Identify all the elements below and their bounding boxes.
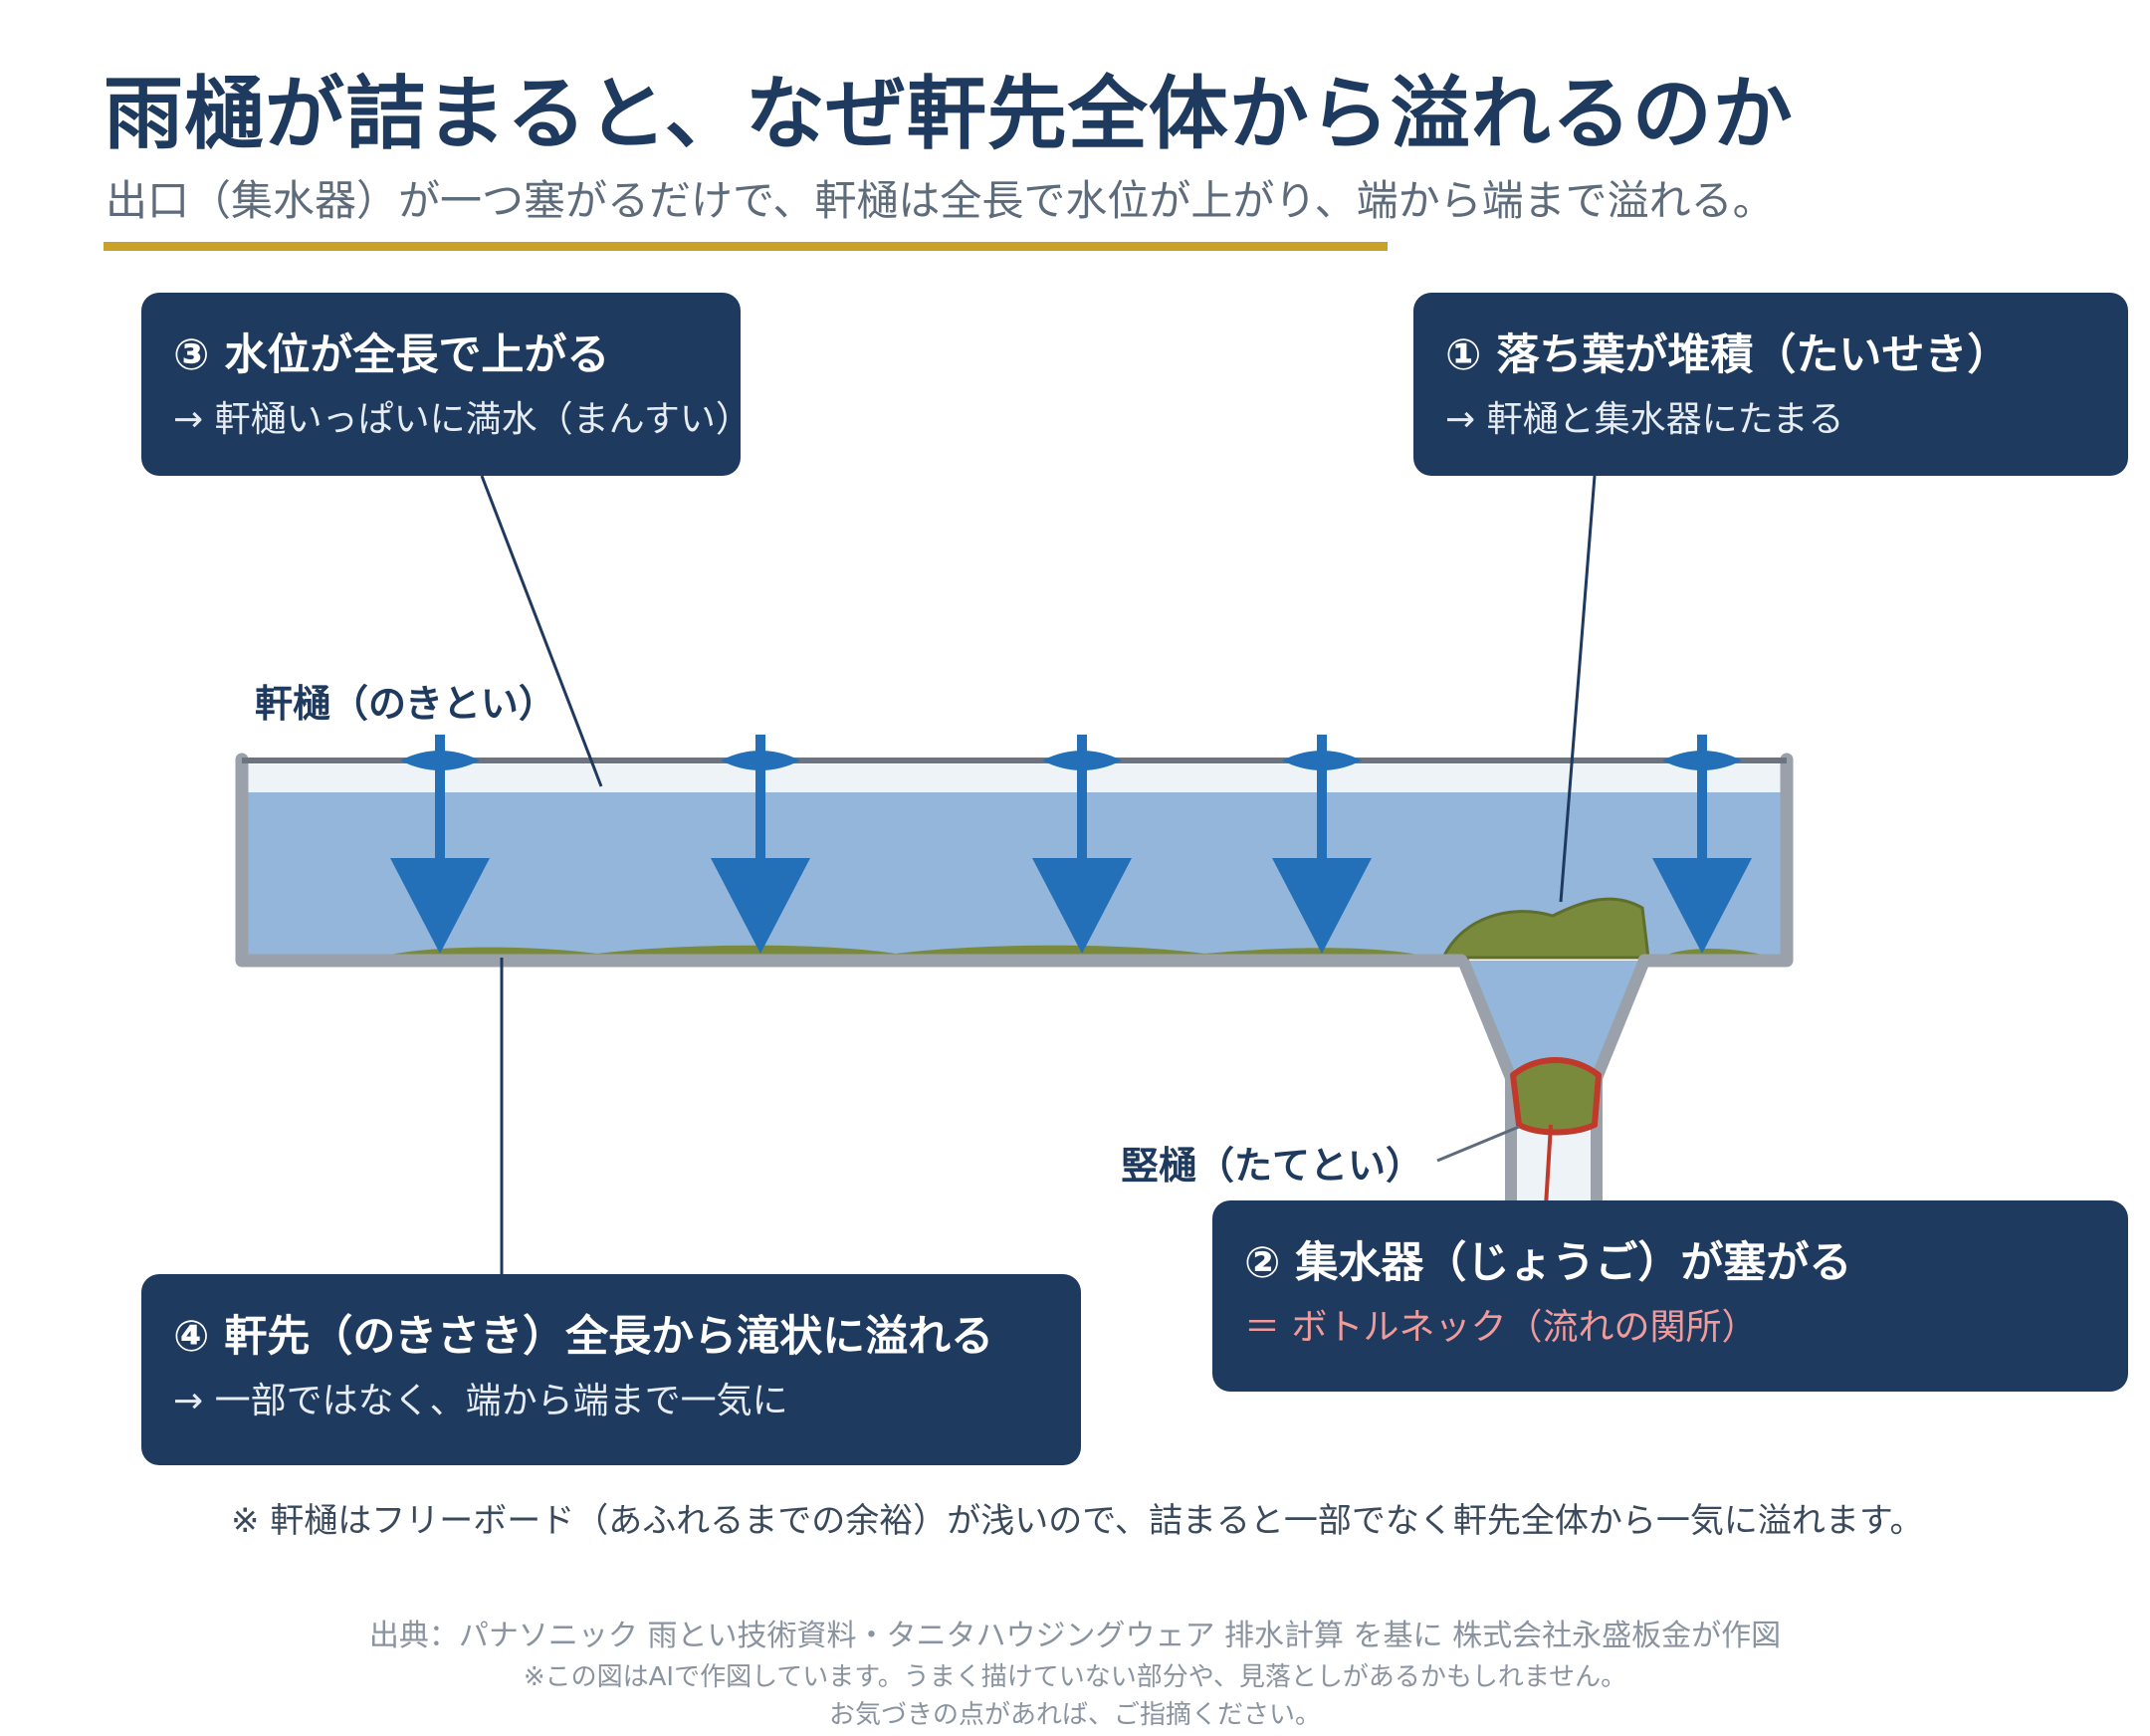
gutter-airgap — [242, 764, 1784, 792]
funnel-water — [1463, 961, 1644, 1075]
gutter-label: 軒樋（のきとい） — [255, 682, 556, 726]
callout-leaves: ① 落ち葉が堆積（たいせき） → 軒樋と集水器にたまる — [1413, 293, 2128, 476]
clog-marker — [1510, 1057, 1602, 1136]
leader-downspout — [1436, 1125, 1520, 1163]
footnote: ※ 軒樋はフリーボード（あふれるまでの余裕）が浅いので、詰まると一部でなく軒先全… — [231, 1501, 1924, 1541]
callout-funnel-clog: ② 集水器（じょうご）が塞がる ＝ ボトルネック（流れの関所） — [1212, 1200, 2128, 1392]
source-credit: 出典：パナソニック 雨とい技術資料・タニタハウジングウェア 排水計算 を基に 株… — [368, 1619, 1782, 1653]
funnel-wall-left — [1457, 955, 1517, 1084]
callout-funnel-clog-head: ② 集水器（じょうご）が塞がる — [1244, 1238, 1852, 1288]
funnel-wall-right — [1591, 955, 1650, 1084]
ai-disclaimer: ※この図はAIで作図しています。うまく描けていない部分や、見落としがあるかもしれ… — [523, 1662, 1627, 1692]
down-arrow-icon — [1652, 735, 1752, 954]
callout-water-level-head: ③ 水位が全長で上がる — [173, 330, 610, 380]
clog-pointer — [1544, 1124, 1553, 1207]
down-arrow-icon — [711, 735, 810, 954]
leader-c1 — [1559, 475, 1597, 903]
down-arrow-icon — [1032, 735, 1132, 954]
rain-arrows — [390, 735, 1752, 954]
feedback-request: お気づきの点があれば、ご指摘ください。 — [828, 1700, 1321, 1730]
callout-water-level-sub: → 軒樋いっぱいに満水（まんすい） — [173, 399, 752, 440]
down-arrow-icon — [1272, 735, 1372, 954]
callout-overflow-sub: → 一部ではなく、端から端まで一気に — [173, 1381, 788, 1421]
callout-water-level: ③ 水位が全長で上がる → 軒樋いっぱいに満水（まんすい） — [141, 293, 752, 476]
title-underline — [104, 242, 1388, 251]
callout-funnel-clog-sub: ＝ ボトルネック（流れの関所） — [1244, 1307, 1758, 1348]
page-subtitle: 出口（集水器）が一つ塞がるだけで、軒樋は全長で水位が上がり、端から端まで溢れる。 — [106, 176, 1775, 225]
gutter-wall — [235, 753, 1794, 968]
down-arrow-icon — [390, 735, 490, 954]
callout-leaves-sub: → 軒樋と集水器にたまる — [1445, 399, 1844, 440]
leaf-pile — [1440, 897, 1650, 960]
callout-overflow: ④ 軒先（のきさき）全長から滝状に溢れる → 一部ではなく、端から端まで一気に — [141, 1274, 1081, 1465]
downspout-label: 竪樋（たてとい） — [1121, 1144, 1424, 1188]
page-title: 雨樋が詰まると、なぜ軒先全体から溢れるのか — [104, 68, 1794, 160]
callout-leaves-head: ① 落ち葉が堆積（たいせき） — [1445, 330, 2011, 380]
callout-overflow-head: ④ 軒先（のきさき）全長から滝状に溢れる — [173, 1312, 994, 1362]
leader-c3 — [480, 475, 603, 787]
